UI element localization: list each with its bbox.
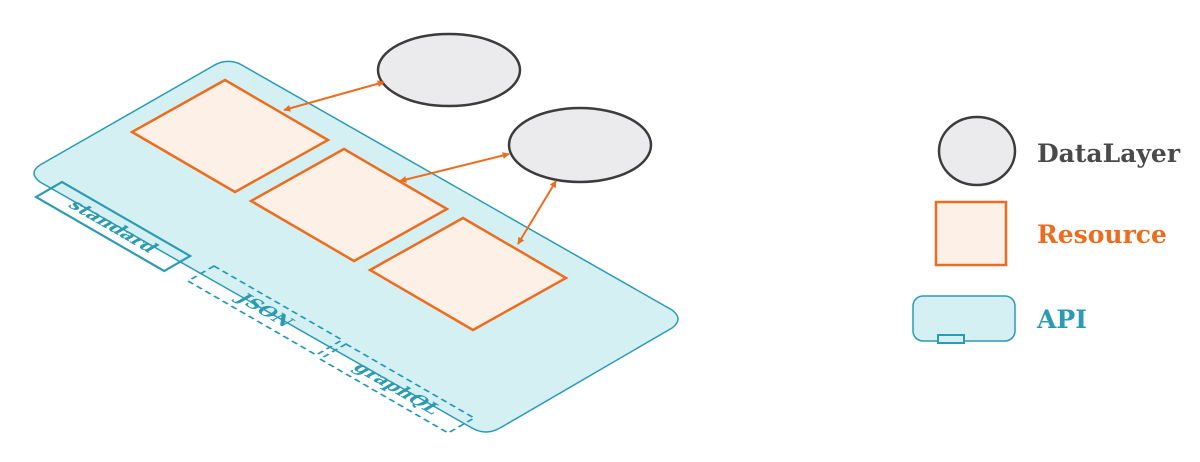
legend-api-label: API bbox=[1036, 305, 1087, 334]
tab-graphql-frame bbox=[318, 343, 476, 434]
arrow-resource2-datalayer2 bbox=[399, 152, 510, 183]
legend-api-tab-icon bbox=[937, 334, 965, 344]
legend: DataLayer Resource API bbox=[912, 115, 1181, 344]
resource-3 bbox=[367, 216, 569, 332]
tab-standard-frame bbox=[33, 180, 193, 273]
legend-datalayer-icon bbox=[937, 115, 1017, 187]
tab-json-frame bbox=[186, 265, 344, 356]
arrow-resource3-datalayer2 bbox=[517, 180, 557, 245]
legend-resource-icon bbox=[934, 200, 1008, 267]
datalayer-2 bbox=[507, 106, 653, 184]
legend-resource-label: Resource bbox=[1037, 220, 1167, 249]
resource-2 bbox=[248, 147, 450, 263]
arrow-resource1-datalayer1 bbox=[283, 80, 385, 112]
legend-datalayer-label: DataLayer bbox=[1037, 139, 1181, 168]
resource-1 bbox=[129, 78, 331, 194]
datalayer-1 bbox=[376, 32, 522, 108]
